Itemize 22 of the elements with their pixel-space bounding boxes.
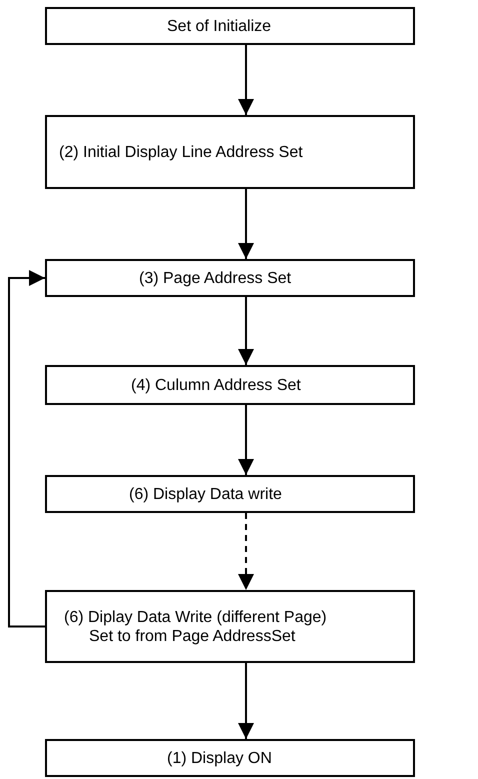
arrow xyxy=(238,189,254,259)
process-box xyxy=(45,365,415,405)
arrow xyxy=(238,45,254,115)
step-text: (4) Culumn Address Set xyxy=(130,376,302,394)
arrow xyxy=(238,297,254,365)
arrow xyxy=(238,513,254,590)
step-text: (6) Display Data write xyxy=(128,484,283,504)
arrow xyxy=(238,405,254,475)
step-text: Set of Initialize xyxy=(166,16,272,36)
arrow xyxy=(8,270,45,628)
step-text: (3) Page Address Set xyxy=(138,268,292,288)
step-text: Set to from Page AddressSet xyxy=(88,626,296,646)
process-box xyxy=(45,475,415,513)
process-box xyxy=(45,7,415,45)
process-box xyxy=(45,739,415,777)
step-text: (2) Initial Display Line Address Set xyxy=(58,142,304,162)
process-box xyxy=(45,259,415,297)
process-box xyxy=(45,115,415,189)
step-text: (6) Diplay Data Write (different Page) xyxy=(63,608,328,626)
step-text: (1) Display ON xyxy=(166,748,273,768)
arrow xyxy=(238,663,254,739)
process-box xyxy=(45,590,415,663)
